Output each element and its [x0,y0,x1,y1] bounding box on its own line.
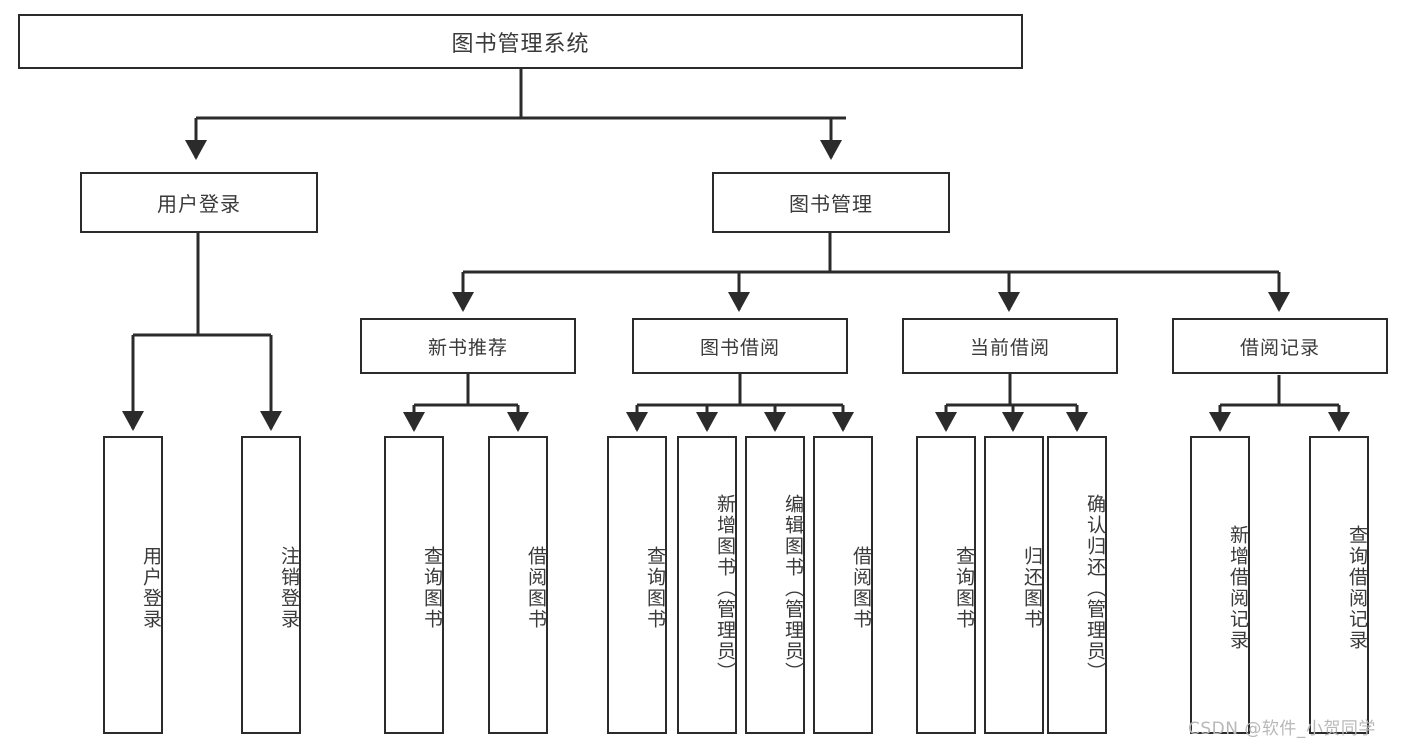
node-current-borrow-label: 当前借阅 [969,336,1050,359]
node-book-management-label: 图书管理 [789,192,873,216]
node-root[interactable]: 图书管理系统 [18,14,1023,69]
leaf-current-borrow-query[interactable]: 查询图书 [916,436,976,734]
watermark-text: CSDN @软件_小贺同学 [1188,719,1376,739]
leaf-user-login-logout[interactable]: 注销登录 [241,436,301,734]
node-borrow-record-label: 借阅记录 [1239,336,1320,359]
leaf-new-book-query-label: 查询图书 [421,546,443,630]
leaf-current-borrow-confirm-label: 确认归还（管理员） [1084,493,1106,683]
leaf-book-borrow-query[interactable]: 查询图书 [607,436,667,734]
leaf-current-borrow-return-label: 归还图书 [1021,546,1043,630]
leaf-current-borrow-query-label: 查询图书 [953,546,975,630]
leaf-current-borrow-return[interactable]: 归还图书 [984,436,1044,734]
leaf-user-login-logout-label: 注销登录 [278,546,300,630]
node-new-book-recommend-label: 新书推荐 [427,336,508,359]
leaf-borrow-record-query[interactable]: 查询借阅记录 [1309,436,1369,734]
leaf-current-borrow-confirm[interactable]: 确认归还（管理员） [1047,436,1107,734]
node-borrow-record[interactable]: 借阅记录 [1172,318,1388,374]
node-book-borrow-label: 图书借阅 [699,336,780,359]
node-user-login[interactable]: 用户登录 [80,172,318,233]
leaf-borrow-record-add-label: 新增借阅记录 [1227,525,1249,651]
node-book-borrow[interactable]: 图书借阅 [632,318,848,374]
leaf-book-borrow-add-label: 新增图书（管理员） [714,493,736,683]
node-new-book-recommend[interactable]: 新书推荐 [360,318,576,374]
leaf-book-borrow-borrow[interactable]: 借阅图书 [813,436,873,734]
leaf-borrow-record-add[interactable]: 新增借阅记录 [1190,436,1250,734]
node-root-label: 图书管理系统 [451,31,590,57]
leaf-book-borrow-query-label: 查询图书 [644,546,666,630]
leaf-book-borrow-edit-label: 编辑图书（管理员） [782,493,804,683]
node-user-login-label: 用户登录 [157,192,241,216]
leaf-new-book-borrow[interactable]: 借阅图书 [488,436,548,734]
leaf-user-login-login-label: 用户登录 [140,546,162,630]
leaf-new-book-query[interactable]: 查询图书 [384,436,444,734]
node-current-borrow[interactable]: 当前借阅 [902,318,1118,374]
leaf-book-borrow-add[interactable]: 新增图书（管理员） [677,436,737,734]
leaf-new-book-borrow-label: 借阅图书 [525,546,547,630]
leaf-book-borrow-edit[interactable]: 编辑图书（管理员） [745,436,805,734]
leaf-borrow-record-query-label: 查询借阅记录 [1346,525,1368,651]
node-book-management[interactable]: 图书管理 [712,172,950,233]
leaf-user-login-login[interactable]: 用户登录 [103,436,163,734]
leaf-book-borrow-borrow-label: 借阅图书 [850,546,872,630]
